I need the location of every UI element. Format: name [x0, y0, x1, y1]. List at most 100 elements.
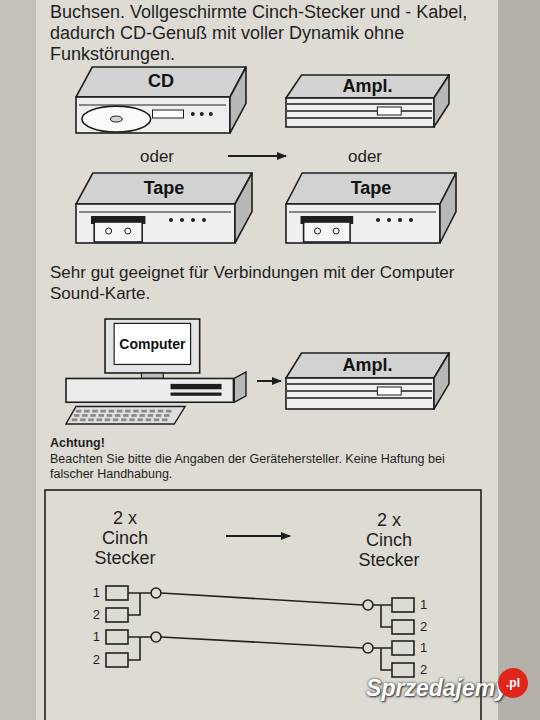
key [72, 418, 77, 421]
button-dot [398, 218, 402, 222]
key [84, 410, 89, 413]
button-dot [180, 218, 184, 222]
key [92, 410, 97, 413]
key [98, 414, 103, 417]
keyboard [66, 407, 185, 424]
joint [151, 588, 161, 598]
front-stripe [287, 390, 432, 391]
plug-pin [106, 608, 128, 622]
device-front [76, 204, 235, 243]
monitor-stand [141, 373, 163, 378]
key [74, 414, 79, 417]
plug-pin [392, 663, 414, 677]
intro-text: Buchsen. Vollgeschirmte Cinch-Stecker un… [50, 2, 475, 65]
device-side [434, 75, 449, 127]
key [156, 414, 161, 417]
connector-heading: 2 x Cinch Stecker [88, 508, 162, 568]
display [377, 107, 401, 115]
key [100, 410, 105, 413]
joint [363, 600, 373, 610]
plug-pin [392, 598, 414, 612]
device-line [289, 212, 436, 213]
button-dot [169, 218, 173, 222]
pin-wire [373, 605, 392, 670]
key [117, 410, 122, 413]
reel [106, 228, 112, 234]
key [125, 410, 130, 413]
drive-slot [171, 393, 222, 396]
panel-edge [498, 0, 540, 720]
device-front [286, 378, 434, 409]
device-node: Tape [75, 172, 253, 244]
plug-pin [392, 620, 414, 634]
device-label: Tape [294, 172, 449, 198]
warning-heading: Achtung! [50, 436, 250, 451]
pin-number: 2 [420, 619, 434, 635]
button-dot [387, 218, 391, 222]
key [115, 414, 120, 417]
key [90, 414, 95, 417]
pin-number: 2 [86, 652, 100, 668]
device-label: Ampl. [293, 74, 442, 96]
device-top [76, 67, 246, 97]
plug-pin [106, 586, 128, 600]
button-dot [376, 218, 380, 222]
device-node: Ampl. [285, 352, 450, 410]
plug-pin [106, 630, 128, 644]
pin-wire [128, 593, 151, 660]
unit-side [234, 372, 246, 402]
device-side [230, 67, 246, 133]
warning-text: Beachten Sie bitte die Angaben der Gerät… [50, 452, 480, 482]
device-side [235, 173, 252, 243]
drive-slot [171, 384, 222, 389]
key [82, 414, 87, 417]
device-front [286, 204, 440, 243]
key [105, 418, 110, 421]
signal-arrow [257, 380, 281, 382]
front-stripe [287, 110, 432, 111]
device-front [286, 98, 434, 127]
key [146, 418, 151, 421]
reel [125, 228, 131, 234]
watermark-badge: .pl [498, 668, 528, 698]
device-line [79, 212, 231, 213]
key [139, 414, 144, 417]
front-stripe [287, 397, 432, 398]
paper-panel [36, 0, 498, 720]
front-stripe [287, 117, 432, 118]
key [123, 414, 128, 417]
key [164, 414, 169, 417]
reel [333, 228, 339, 234]
key [80, 418, 85, 421]
device-top [286, 75, 449, 98]
disc-hole [110, 116, 122, 122]
computer-node: Computer [65, 318, 247, 426]
key [162, 418, 167, 421]
pin-number: 2 [86, 607, 100, 623]
key [137, 418, 142, 421]
joint [363, 643, 373, 653]
button-dot [209, 112, 213, 116]
device-top [76, 173, 252, 204]
device-label: Computer [114, 318, 190, 352]
plug-pin [106, 653, 128, 667]
joint [151, 632, 161, 642]
key [76, 410, 81, 413]
front-stripe [287, 103, 432, 104]
key [96, 418, 101, 421]
display [377, 387, 401, 395]
device-line [79, 105, 226, 106]
button-dot [202, 218, 206, 222]
key [154, 418, 159, 421]
device-label: Ampl. [293, 352, 442, 375]
button-dot [200, 112, 204, 116]
flow-arrow [228, 155, 286, 157]
pin-number: 1 [86, 585, 100, 601]
button-dot [191, 218, 195, 222]
monitor [105, 319, 200, 373]
wiring-arrow [226, 535, 290, 537]
cassette [304, 222, 351, 242]
cable-wiring [106, 586, 414, 677]
device-node: CD [75, 66, 247, 134]
or-word: oder [140, 147, 200, 167]
